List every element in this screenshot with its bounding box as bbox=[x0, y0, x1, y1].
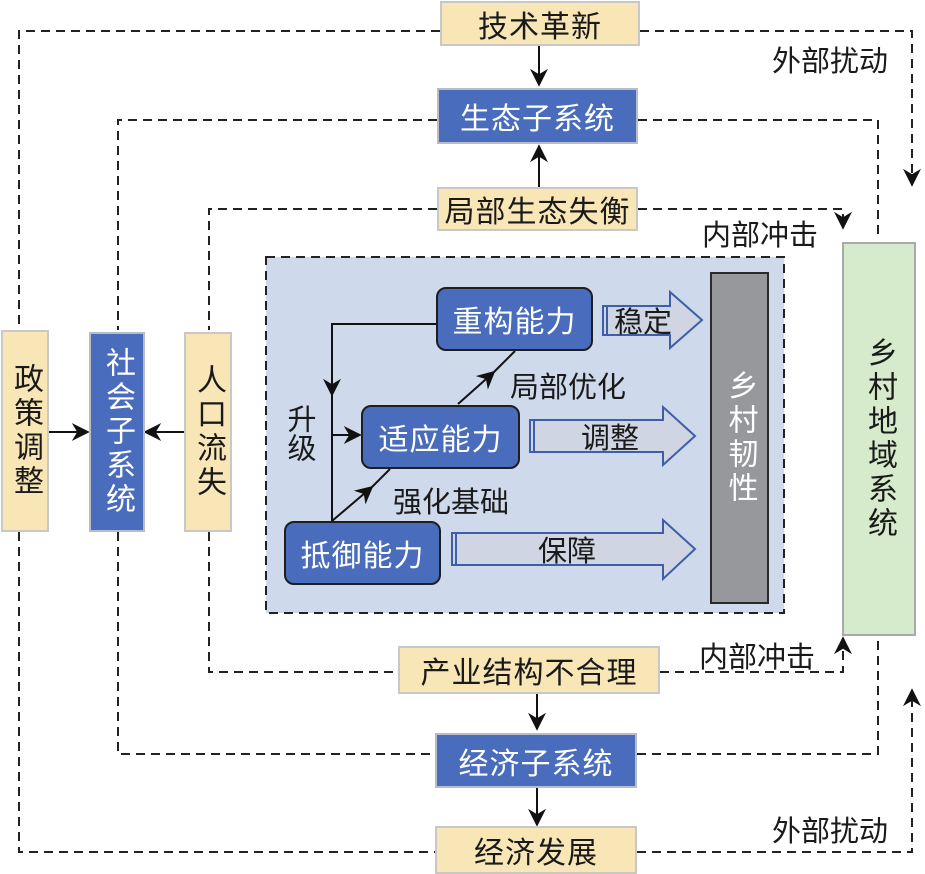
dashed-mid-top bbox=[117, 119, 437, 330]
rural-resilience-bar: 乡村韧性 bbox=[710, 272, 769, 604]
dashed-mid-top-right bbox=[638, 119, 879, 240]
dashed-inner-top bbox=[208, 208, 437, 330]
arrow-optimize bbox=[457, 370, 496, 405]
policy-box: 政策调整 bbox=[1, 330, 49, 532]
adapt-capability-box: 适应能力 bbox=[361, 405, 520, 469]
strengthen-label: 强化基础 bbox=[393, 485, 510, 519]
dashed-inner-bottom-right bbox=[660, 636, 852, 673]
eco-imbalance-box: 局部生态失衡 bbox=[437, 187, 638, 231]
external-disturbance-bottom-label: 外部扰动 bbox=[772, 814, 889, 848]
adapt-capability-label: 适应能力 bbox=[378, 423, 503, 458]
adjust-label: 调整 bbox=[580, 421, 639, 455]
dashed-outer-bottom bbox=[18, 532, 435, 853]
industry-issue-box: 产业结构不合理 bbox=[398, 646, 660, 694]
regional-system-label: 乡村地域系统 bbox=[862, 337, 897, 541]
panel-border bbox=[265, 256, 785, 614]
arrow-upgrade bbox=[323, 323, 436, 397]
reconstruct-capability-box: 重构能力 bbox=[436, 287, 593, 351]
internal-shock-top-label: 内部冲击 bbox=[702, 218, 819, 252]
tech-innovation-box: 技术革新 bbox=[440, 1, 640, 46]
econ-development-box: 经济发展 bbox=[435, 826, 637, 874]
social-subsystem-label: 社会子系统 bbox=[100, 347, 135, 517]
policy-label: 政策调整 bbox=[8, 363, 43, 499]
reconstruct-capability-label: 重构能力 bbox=[452, 305, 577, 340]
arrow-strengthen bbox=[331, 485, 374, 522]
tech-innovation-label: 技术革新 bbox=[478, 9, 602, 45]
resist-capability-box: 抵御能力 bbox=[284, 521, 441, 585]
block-arrow-guarantee bbox=[451, 517, 697, 582]
guarantee-label: 保障 bbox=[537, 534, 596, 568]
dashed-inner-top-right bbox=[638, 208, 852, 230]
eco-subsystem-label: 生态子系统 bbox=[460, 102, 615, 137]
rural-resilience-label: 乡村韧性 bbox=[722, 370, 758, 506]
eco-imbalance-label: 局部生态失衡 bbox=[444, 195, 631, 230]
optimize-tail bbox=[493, 350, 516, 373]
industry-issue-label: 产业结构不合理 bbox=[420, 656, 638, 691]
regional-system-box: 乡村地域系统 bbox=[842, 242, 916, 636]
social-subsystem-box: 社会子系统 bbox=[89, 332, 145, 532]
dashed-inner-bottom bbox=[208, 532, 400, 673]
block-arrow-adjust bbox=[529, 404, 697, 468]
block-arrow-stable bbox=[602, 289, 704, 351]
dashed-mid-bottom-right bbox=[637, 636, 879, 755]
optimize-label: 局部优化 bbox=[510, 370, 627, 404]
upgrade-label: 升级 bbox=[283, 404, 317, 462]
econ-subsystem-box: 经济子系统 bbox=[435, 733, 637, 788]
internal-shock-bottom-label: 内部冲击 bbox=[699, 640, 816, 674]
population-label: 人口流失 bbox=[191, 364, 226, 500]
stable-label: 稳定 bbox=[613, 305, 672, 339]
strengthen-tail bbox=[371, 468, 391, 488]
population-box: 人口流失 bbox=[184, 332, 232, 532]
eco-subsystem-box: 生态子系统 bbox=[437, 88, 638, 144]
dashed-outer-top-right bbox=[640, 30, 921, 187]
external-disturbance-top-label: 外部扰动 bbox=[772, 44, 889, 78]
econ-development-label: 经济发展 bbox=[474, 836, 598, 871]
dashed-outer-top bbox=[18, 30, 440, 330]
dashed-outer-bottom-right bbox=[637, 688, 921, 853]
resist-capability-label: 抵御能力 bbox=[300, 539, 425, 574]
econ-subsystem-label: 经济子系统 bbox=[458, 746, 614, 782]
